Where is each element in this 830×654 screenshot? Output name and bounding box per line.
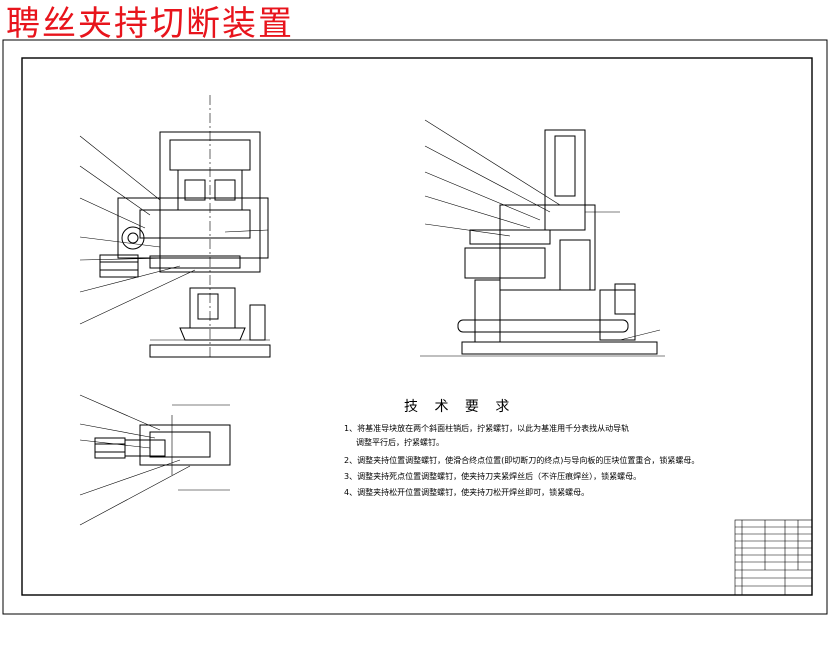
front-view <box>79 95 271 360</box>
tech-requirement-1: 1、将基准导块放在两个斜面柱销后，拧紧螺钉，以此为基准用千分表找从动导轨 <box>344 424 630 433</box>
drawing-title: 聘丝夹持切断装置 <box>6 4 294 44</box>
tech-requirement-4: 4、调整夹持松开位置调整螺钉，使夹持刀松开焊丝即可，锁紧螺母。 <box>344 488 590 497</box>
outer-frame <box>2 39 828 615</box>
detail-view <box>79 394 231 526</box>
inner-frame <box>21 57 813 596</box>
tech-requirement-3: 3、调整夹持死点位置调整螺钉，使夹持刀夹紧焊丝后（不许压痕焊丝），锁紧螺母。 <box>344 472 642 481</box>
side-view <box>420 119 665 357</box>
tech-requirement-1b: 调整平行后，拧紧螺钉。 <box>356 438 444 447</box>
tech-requirement-2: 2、调整夹持位置调整螺钉，使滑合终点位置(即切断刀的终点)与导向板的压块位置重合… <box>344 456 700 465</box>
technical-requirements-heading: 技 术 要 求 <box>404 399 516 415</box>
title-block <box>734 519 813 596</box>
